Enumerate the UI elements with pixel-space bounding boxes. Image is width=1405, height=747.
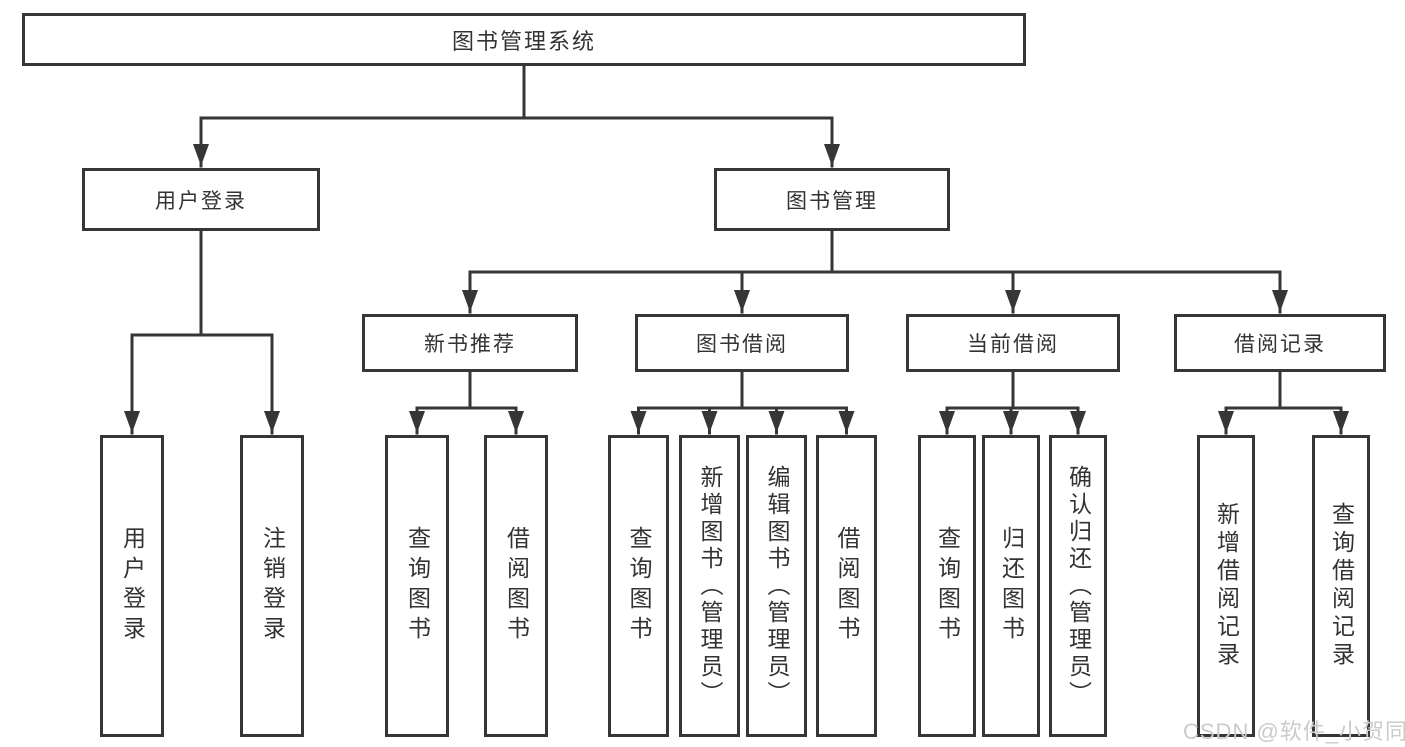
leaf-logout-login: 注销登录 <box>240 435 304 737</box>
leaf-add-borrow-record: 新增借阅记录 <box>1197 435 1255 737</box>
leaf-edit-books-admin: 编辑图书（管理员） <box>746 435 807 737</box>
leaf-borrow-books: 借阅图书 <box>816 435 877 737</box>
leaf-query-books-borrow: 查询图书 <box>608 435 669 737</box>
leaf-query-borrow-record: 查询借阅记录 <box>1312 435 1370 737</box>
leaf-add-books-admin: 新增图书（管理员） <box>679 435 740 737</box>
leaf-borrow-books-recommend: 借阅图书 <box>484 435 548 737</box>
node-user-login: 用户登录 <box>82 168 320 231</box>
node-book-borrow: 图书借阅 <box>635 314 849 372</box>
leaf-confirm-return-admin: 确认归还（管理员） <box>1049 435 1107 737</box>
leaf-query-books-recommend: 查询图书 <box>385 435 449 737</box>
node-current-borrow: 当前借阅 <box>906 314 1120 372</box>
node-book-management: 图书管理 <box>714 168 950 231</box>
leaf-return-books: 归还图书 <box>982 435 1040 737</box>
leaf-user-login: 用户登录 <box>100 435 164 737</box>
node-borrow-records: 借阅记录 <box>1174 314 1386 372</box>
node-new-book-recommend: 新书推荐 <box>362 314 578 372</box>
root-node-library-management-system: 图书管理系统 <box>22 13 1026 66</box>
csdn-watermark: CSDN @软件_小贺同学 <box>1183 719 1405 744</box>
leaf-query-books-current: 查询图书 <box>918 435 976 737</box>
